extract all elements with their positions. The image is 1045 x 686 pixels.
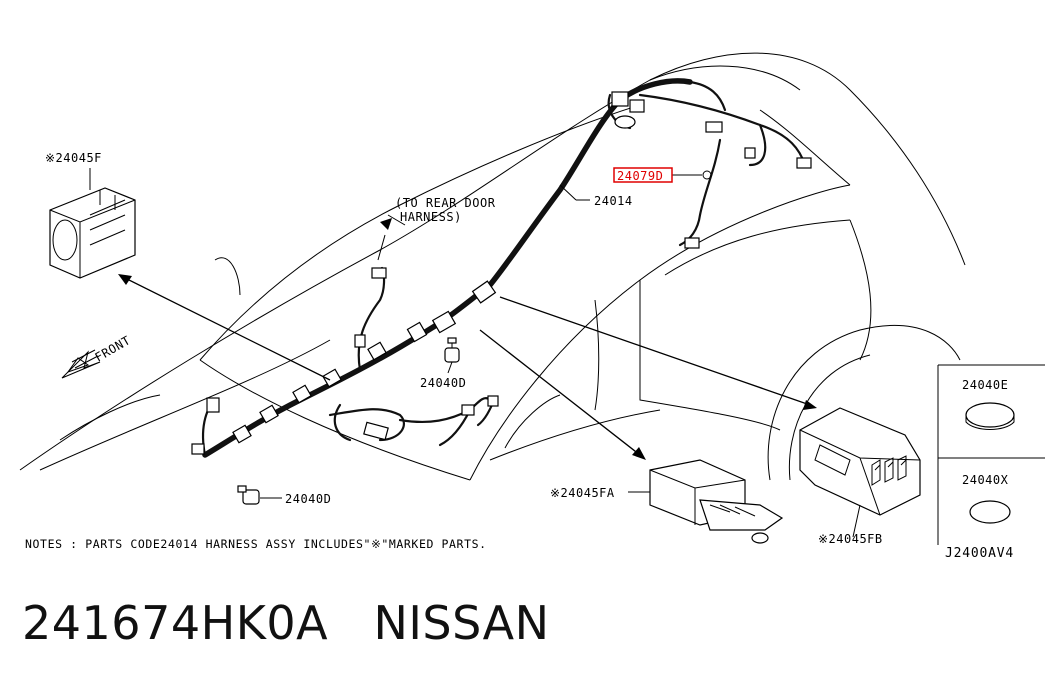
highlight-box-24079D [613, 167, 673, 183]
part-number-title: 241674HK0A NISSAN [22, 596, 550, 650]
clip-24040D-upper [444, 337, 460, 363]
diagram-code: J2400AV4 [945, 546, 1014, 561]
label-24040D-lower: 24040D [285, 492, 331, 506]
clip-24040D-lower [237, 485, 260, 505]
label-24045F: ※24045F [45, 151, 102, 165]
label-24040D-upper: 24040D [420, 376, 466, 390]
label-24040X: 24040X [962, 473, 1009, 487]
label-rear-door-1: (TO REAR DOOR [395, 196, 496, 210]
wire-harness [191, 78, 812, 458]
part-24045FB-illustration [799, 407, 921, 516]
label-24079D: 24079D [617, 169, 663, 183]
label-rear-door-2: HARNESS) [400, 210, 462, 224]
label-24045FB: ※24045FB [818, 532, 883, 546]
car-body-outline [19, 52, 966, 481]
inset-panel [937, 364, 1045, 545]
notes-text: NOTES : PARTS CODE24014 HARNESS ASSY INC… [25, 537, 487, 551]
label-24014: 24014 [594, 194, 633, 208]
front-arrow [61, 349, 101, 379]
label-24045FA: ※24045FA [550, 486, 615, 500]
label-24040E: 24040E [962, 378, 1008, 392]
label-front: FRONT [93, 333, 133, 364]
part-24045F-illustration [49, 187, 136, 279]
leader-lines [89, 168, 861, 538]
part-24045FA-illustration [649, 459, 784, 544]
